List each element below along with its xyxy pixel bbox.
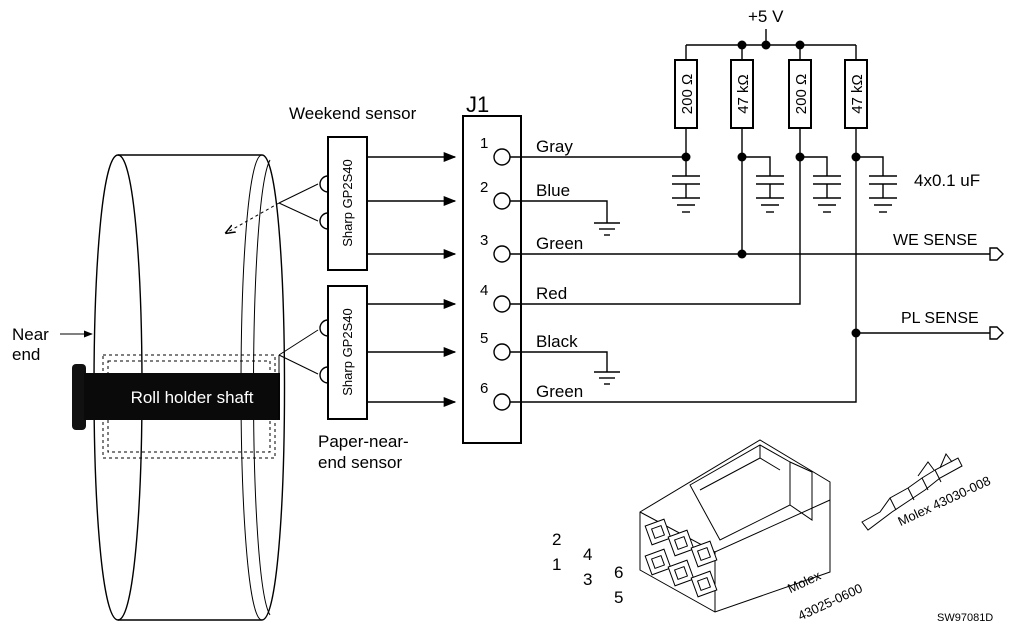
ground-icon [594,371,620,385]
molex-housing: 2 1 4 3 6 5 Molex 43025-060 [552,439,865,623]
capacitor-3 [800,156,841,213]
shaft-label: Roll holder shaft [131,388,254,407]
weekend-sensor: Weekend sensor Sharp GP2S40 [226,104,417,271]
pin-2 [493,192,511,210]
pin-6-number: 6 [480,380,488,397]
roll-holder-shaft [84,373,280,420]
pl-sense-label: PL SENSE [901,310,979,327]
pin-3-color: Green [536,234,583,253]
pin-4 [493,295,511,313]
pin-1-color: Gray [536,137,573,156]
capacitors-value: 4x0.1 uF [914,171,980,190]
connector-name: J1 [466,92,489,117]
supply-label: +5 V [748,7,784,26]
resistor-2-value: 47 kΩ [735,74,752,114]
pin-6 [493,393,511,411]
pin-1-number: 1 [480,135,488,152]
molex-pin-1: 1 [552,555,561,574]
resistor-1-value: 200 Ω [679,74,696,114]
molex-pin-4: 4 [583,545,592,564]
molex-pin-2: 2 [552,530,561,549]
molex-pin-5: 5 [614,588,623,607]
near-end-label-line2: end [12,345,40,364]
roll-core-inner [107,360,271,453]
pin-1 [493,148,511,166]
junctions [681,152,861,338]
pin-4-color: Red [536,284,567,303]
ground-symbols [594,222,620,385]
pin-4-number: 4 [480,282,488,299]
pin-5-color: Black [536,332,578,351]
molex-housing-line1: Molex [785,568,823,596]
pin-6-color: Green [536,382,583,401]
paper-near-end-sensor: Sharp GP2S40 Paper-near- end sensor [278,285,409,472]
molex-terminal-label: Molex 43030-008 [895,473,992,529]
capacitors: 4x0.1 uF [672,156,980,213]
resistor-3-value: 200 Ω [793,74,810,114]
we-sense-label: WE SENSE [893,232,977,249]
ground-icon [594,222,620,236]
pne-label-line2: end sensor [318,453,402,472]
pin-5 [493,343,511,361]
roll-body-outline [118,154,286,621]
shaft-end-cap [72,364,86,430]
resistor-1: 200 Ω [674,59,698,157]
circuit-wires [510,156,990,403]
resistor-4-value: 47 kΩ [849,74,866,114]
near-end-label-line1: Near [12,325,49,344]
weekend-emitter-lens [319,175,329,193]
pne-detector-lens [319,366,329,384]
signal-outputs: WE SENSE PL SENSE [893,232,1004,340]
weekend-sensor-body [327,136,368,271]
molex-pin-3: 3 [583,570,592,589]
pin-5-number: 5 [480,330,488,347]
pne-sensor-part: Sharp GP2S40 [340,308,355,395]
pin-3-number: 3 [480,232,488,249]
roll-near-face [93,154,143,621]
we-sense-terminal [989,247,1004,261]
molex-terminal: Molex 43030-008 [861,453,993,531]
weekend-detector-lens [319,212,329,230]
resistor-2: 47 kΩ [730,59,754,157]
weekend-beam-arrow [226,202,280,233]
capacitor-2 [742,156,784,213]
pl-sense-terminal [989,326,1004,340]
capacitor-4 [856,156,897,213]
paper-roll: Roll holder shaft Near end [12,154,286,621]
pin-3 [493,245,511,263]
pne-label-line1: Paper-near- [318,432,409,451]
pne-emitter-lens [319,319,329,337]
connector-j1: J1 1 Gray 2 Blue 3 Green 4 Red 5 Black 6… [462,92,583,444]
resistors: 200 Ω 47 kΩ 200 Ω 47 kΩ [674,59,868,157]
weekend-sensor-label: Weekend sensor [289,104,417,123]
sensor-connections [367,151,457,408]
molex-pin-6: 6 [614,563,623,582]
resistor-4: 47 kΩ [844,59,868,157]
drawing-id: SW97081D [937,612,993,624]
pin-2-color: Blue [536,181,570,200]
resistor-3: 200 Ω [788,59,812,157]
weekend-sensor-part: Sharp GP2S40 [340,159,355,246]
pin-2-number: 2 [480,179,488,196]
capacitor-1 [672,157,700,213]
connector-body [462,115,522,444]
power-rail: +5 V [685,7,857,60]
